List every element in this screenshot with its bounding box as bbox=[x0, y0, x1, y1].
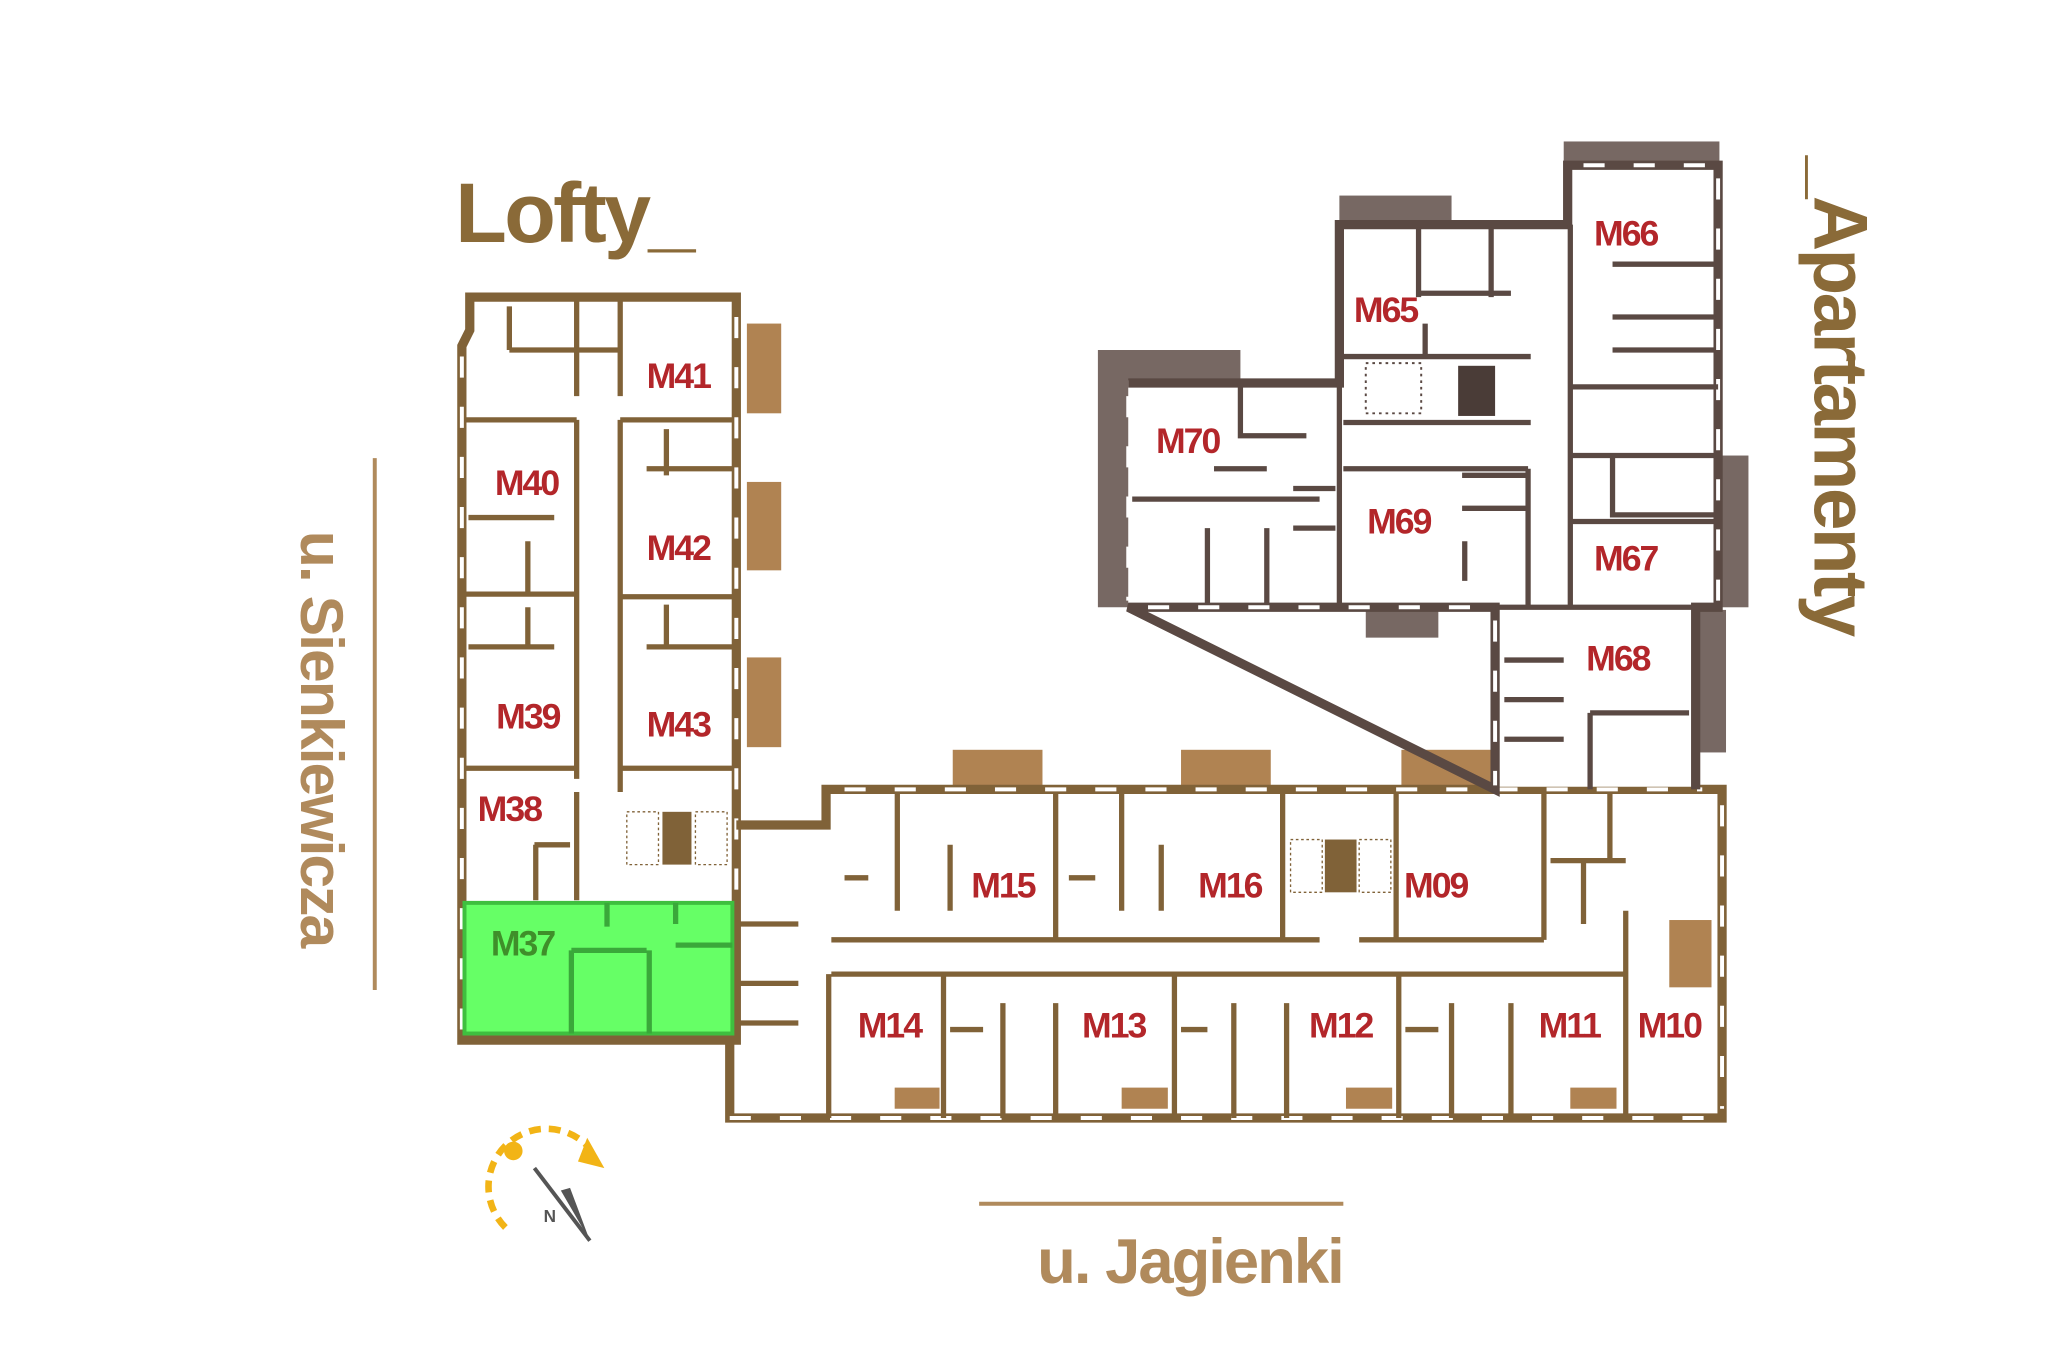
unit-M41[interactable]: M41 bbox=[620, 301, 734, 420]
balcony bbox=[1181, 749, 1271, 787]
balcony bbox=[952, 749, 1043, 787]
unit-M39[interactable]: M39 bbox=[465, 594, 577, 769]
south-wing: M15 M16 M09 M14 M13 M12 M11 M10 bbox=[725, 749, 1727, 1123]
unit-label[interactable]: M43 bbox=[647, 705, 713, 745]
stairs-icon bbox=[1364, 362, 1496, 416]
unit-M43[interactable]: M43 bbox=[622, 596, 734, 769]
unit-M70[interactable]: M70 bbox=[1132, 385, 1341, 605]
compass-north-label: N bbox=[544, 1206, 556, 1226]
balcony bbox=[1121, 1087, 1168, 1109]
terrace bbox=[1563, 141, 1720, 166]
unit-label[interactable]: M13 bbox=[1082, 1005, 1148, 1045]
unit-label[interactable]: M14 bbox=[858, 1005, 925, 1045]
terrace bbox=[1339, 195, 1452, 222]
compass-icon: N bbox=[485, 1125, 605, 1242]
lofty-wing: M41 M40 M42 M39 M43 M38 M37 bbox=[457, 292, 782, 1045]
unit-label[interactable]: M11 bbox=[1539, 1005, 1604, 1045]
unit-label[interactable]: M42 bbox=[647, 528, 713, 568]
balcony bbox=[1570, 1087, 1617, 1109]
unit-label[interactable]: M09 bbox=[1404, 866, 1470, 906]
street-label-south: u. Jagienki bbox=[1037, 1227, 1343, 1297]
balcony bbox=[746, 481, 782, 571]
unit-M67[interactable]: M67 bbox=[1572, 389, 1721, 604]
unit-label[interactable]: M37 bbox=[491, 924, 557, 964]
unit-M15[interactable]: M15 bbox=[831, 793, 1056, 939]
street-label-west: u. Sienkiewicza bbox=[288, 531, 356, 950]
unit-M16[interactable]: M16 bbox=[1058, 793, 1283, 939]
lofty-title: Lofty_ bbox=[455, 166, 696, 260]
unit-label[interactable]: M10 bbox=[1638, 1005, 1704, 1045]
unit-M37[interactable]: M37 bbox=[462, 900, 735, 1036]
room-common bbox=[465, 301, 577, 420]
terrace bbox=[1698, 609, 1727, 753]
unit-label[interactable]: M39 bbox=[496, 697, 562, 737]
unit-label[interactable]: M38 bbox=[478, 789, 544, 829]
unit-M66[interactable]: M66 bbox=[1572, 169, 1719, 387]
unit-label[interactable]: M40 bbox=[495, 463, 561, 503]
unit-label[interactable]: M67 bbox=[1594, 538, 1660, 578]
apartments-title: _Apartamenty bbox=[1797, 155, 1882, 638]
unit-M14[interactable]: M14 bbox=[828, 976, 943, 1115]
unit-label[interactable]: M66 bbox=[1594, 214, 1660, 254]
unit-label[interactable]: M65 bbox=[1354, 290, 1420, 330]
unit-M69[interactable]: M69 bbox=[1345, 471, 1529, 604]
terrace bbox=[1365, 609, 1439, 638]
apartments-wing: M70 M69 M65 M66 M67 M68 bbox=[1097, 141, 1749, 797]
unit-label[interactable]: M70 bbox=[1156, 421, 1222, 461]
unit-M13[interactable]: M13 bbox=[944, 976, 1175, 1115]
unit-M38[interactable]: M38 bbox=[465, 768, 577, 901]
unit-M40[interactable]: M40 bbox=[465, 419, 577, 595]
unit-M42[interactable]: M42 bbox=[622, 419, 734, 597]
balcony bbox=[1345, 1087, 1393, 1109]
unit-label[interactable]: M16 bbox=[1198, 866, 1264, 906]
stairs-icon bbox=[626, 811, 728, 866]
unit-M65[interactable]: M65 bbox=[1343, 227, 1566, 354]
balcony bbox=[746, 657, 782, 748]
stairs-icon bbox=[1289, 838, 1392, 893]
unit-label[interactable]: M15 bbox=[971, 866, 1037, 906]
balcony bbox=[1669, 920, 1712, 988]
balcony bbox=[894, 1087, 940, 1109]
unit-label[interactable]: M12 bbox=[1309, 1005, 1375, 1045]
unit-M09[interactable]: M09 bbox=[1398, 793, 1544, 939]
elevator-icon bbox=[1458, 365, 1496, 416]
balcony bbox=[746, 323, 782, 414]
unit-label[interactable]: M69 bbox=[1367, 501, 1433, 541]
unit-label[interactable]: M41 bbox=[647, 356, 713, 396]
unit-label[interactable]: M68 bbox=[1586, 639, 1652, 679]
terrace bbox=[1097, 349, 1241, 608]
